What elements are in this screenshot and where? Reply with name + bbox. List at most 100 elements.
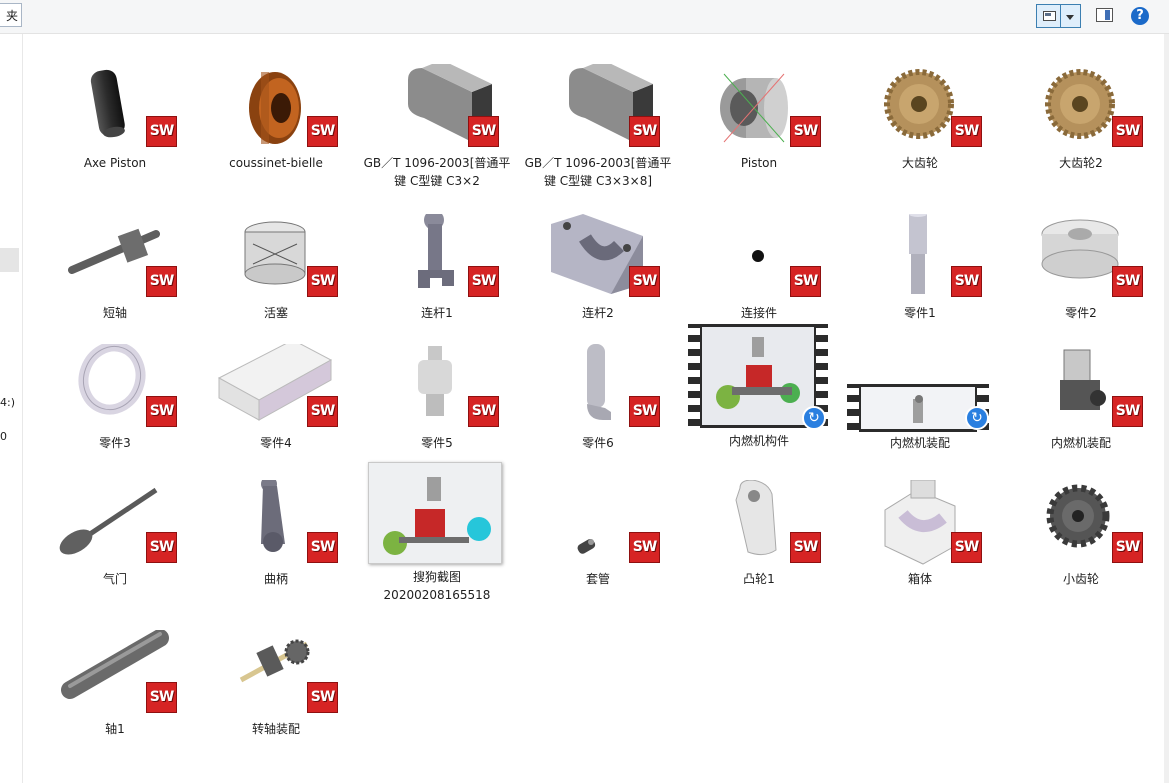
piston-wireframe-3d-icon [244, 221, 306, 285]
valve-3d-icon [59, 487, 158, 555]
file-name: 内燃机装配 [1050, 436, 1111, 450]
file-name: 连杆2 [582, 306, 614, 320]
file-name: GB／T 1096-2003[普通平 键 C型键 C3×2 [363, 156, 511, 188]
file-item[interactable]: SW 气门 [40, 480, 190, 588]
file-item[interactable]: SW 转轴装配 [201, 630, 351, 738]
solidworks-badge-icon: SW [790, 116, 821, 147]
file-name: 零件3 [99, 436, 131, 450]
view-icon [1043, 11, 1056, 21]
solidworks-badge-icon: SW [629, 116, 660, 147]
file-item[interactable]: SW 凸轮1 [684, 480, 834, 588]
file-item[interactable]: SW 套管 [523, 480, 673, 588]
engine-assembly-3d-icon [1060, 349, 1106, 410]
file-name: 连接件 [740, 306, 777, 320]
file-item[interactable]: ↻ 内燃机装配 [845, 344, 995, 452]
file-item[interactable]: SW 小齿轮 [1006, 480, 1156, 588]
cam-3d-icon [735, 480, 777, 556]
file-item[interactable]: 搜狗截图 20200208165518 [362, 460, 512, 604]
solidworks-badge-icon: SW [1112, 396, 1143, 427]
bearing-bushing-3d-icon [249, 72, 301, 144]
file-item[interactable]: SW 零件3 [40, 344, 190, 452]
solidworks-badge-icon: SW [468, 116, 499, 147]
view-options-dropdown[interactable] [1061, 4, 1081, 28]
file-name: 转轴装配 [251, 722, 300, 736]
file-item[interactable]: SW 曲柄 [201, 480, 351, 588]
solidworks-badge-icon: SW [146, 396, 177, 427]
large-gear-3d-icon [1045, 69, 1115, 139]
file-item[interactable]: SW Axe Piston [40, 64, 190, 172]
preview-pane-button[interactable] [1096, 8, 1113, 22]
file-name: 轴1 [105, 722, 125, 736]
housing-3d-icon [884, 480, 956, 565]
file-item[interactable]: SW coussinet-bielle [201, 64, 351, 172]
file-item[interactable]: ↻ 内燃机构件 [684, 324, 834, 450]
file-name: 箱体 [907, 572, 932, 586]
file-grid: SW Axe Piston SW coussinet-bielle SW GB／… [0, 34, 1164, 783]
block-3d-icon [217, 344, 333, 421]
solidworks-badge-icon: SW [146, 682, 177, 713]
change-view-button[interactable] [1036, 4, 1061, 28]
video-file-icon [688, 324, 828, 428]
piston-3d-icon [720, 73, 788, 143]
solidworks-badge-icon: SW [629, 266, 660, 297]
solidworks-badge-icon: SW [307, 532, 338, 563]
file-name: 零件4 [260, 436, 292, 450]
file-item[interactable]: SW 轴1 [40, 630, 190, 738]
breadcrumb-folder[interactable]: 夹 [0, 3, 22, 27]
file-item[interactable]: SW 连接件 [684, 214, 834, 322]
solidworks-badge-icon: SW [629, 532, 660, 563]
file-name: 零件6 [582, 436, 614, 450]
nav-item-drive-2[interactable]: 0 [0, 430, 7, 443]
solidworks-badge-icon: SW [307, 116, 338, 147]
file-item[interactable]: SW 箱体 [845, 480, 995, 588]
solidworks-badge-icon: SW [951, 532, 982, 563]
file-item[interactable]: SW 零件2 [1006, 214, 1156, 322]
file-item[interactable]: SW 零件4 [201, 344, 351, 452]
help-icon[interactable]: ? [1131, 7, 1149, 25]
solidworks-badge-icon: SW [307, 396, 338, 427]
solidworks-badge-icon: SW [1112, 266, 1143, 297]
file-name: 凸轮1 [743, 572, 775, 586]
sleeve-3d-icon [577, 539, 596, 554]
solidworks-badge-icon: SW [951, 116, 982, 147]
video-preview [861, 387, 975, 429]
file-name: 曲柄 [263, 572, 288, 586]
video-preview [702, 327, 814, 425]
nav-selected-item[interactable] [0, 248, 19, 272]
file-item[interactable]: SW 零件6 [523, 344, 673, 452]
file-item[interactable]: SW 短轴 [40, 214, 190, 322]
solidworks-badge-icon: SW [629, 396, 660, 427]
solidworks-badge-icon: SW [1112, 116, 1143, 147]
file-name: 短轴 [102, 306, 127, 320]
file-item[interactable]: SW GB／T 1096-2003[普通平 键 C型键 C3×2 [362, 64, 512, 190]
navigation-pane: 4:) 0 [0, 34, 23, 783]
file-item[interactable]: SW 大齿轮2 [1006, 64, 1156, 172]
file-item[interactable]: SW 大齿轮 [845, 64, 995, 172]
connecting-rod-3d-icon [418, 214, 454, 288]
file-item[interactable]: SW 内燃机装配 [1006, 344, 1156, 452]
shaft-3d-icon [61, 630, 169, 699]
solidworks-badge-icon: SW [307, 682, 338, 713]
shaft-assembly-3d-icon [239, 639, 310, 683]
file-name: 连杆1 [421, 306, 453, 320]
vertical-scrollbar[interactable] [1164, 34, 1169, 783]
file-item[interactable]: SW Piston [684, 64, 834, 172]
file-name: 内燃机装配 [889, 436, 950, 450]
file-item[interactable]: SW 连杆1 [362, 214, 512, 322]
solidworks-badge-icon: SW [790, 266, 821, 297]
file-item[interactable]: SW 活塞 [201, 214, 351, 322]
solidworks-badge-icon: SW [307, 266, 338, 297]
file-name: 活塞 [263, 306, 288, 320]
file-name: coussinet-bielle [229, 156, 323, 170]
solidworks-badge-icon: SW [146, 116, 177, 147]
file-item[interactable]: SW GB／T 1096-2003[普通平 键 C型键 C3×3×8] [523, 64, 673, 190]
file-item[interactable]: SW 零件5 [362, 344, 512, 452]
pin-shaft-3d-icon [909, 214, 927, 294]
file-item[interactable]: SW 连杆2 [523, 214, 673, 322]
file-item[interactable]: SW 零件1 [845, 214, 995, 322]
refresh-overlay-icon: ↻ [965, 406, 989, 430]
short-shaft-3d-icon [68, 228, 160, 274]
screenshot-image-icon [368, 462, 502, 564]
file-name: Axe Piston [83, 156, 147, 170]
nav-item-drive[interactable]: 4:) [0, 396, 15, 409]
